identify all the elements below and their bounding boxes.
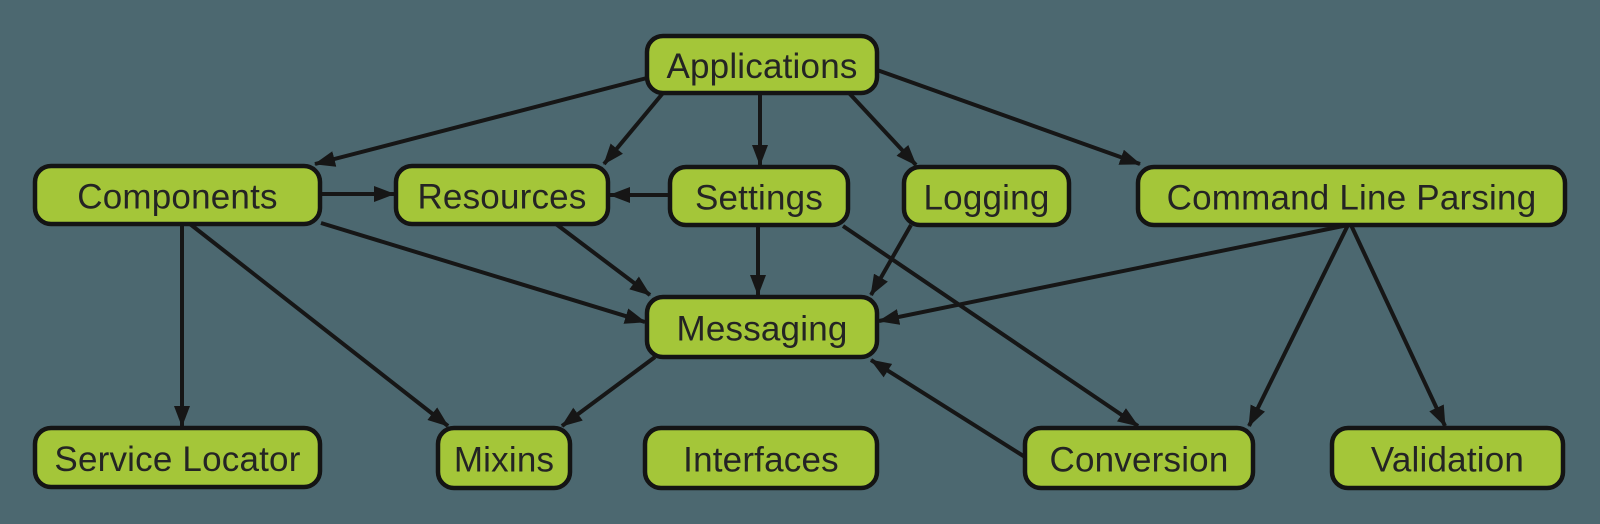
edge-conversion-messaging [869,358,1027,459]
node-box-command-line-parsing [1135,164,1568,228]
edge-resources-messaging [554,222,652,297]
node-label-interfaces: Interfaces [683,441,839,480]
node-interfaces: Interfaces [642,425,880,491]
node-label-components: Components [77,178,277,217]
node-service-locator: Service Locator [32,425,323,490]
node-components: Components [32,163,323,227]
edge-settings-conversion [841,224,1140,428]
node-label-validation: Validation [1371,441,1524,480]
node-messaging: Messaging [644,294,880,360]
node-box-applications [644,33,880,96]
edge-command-line-parsing-messaging [878,223,1349,325]
node-logging: Logging [901,164,1072,228]
node-validation: Validation [1329,425,1566,491]
edge-components-mixins [188,222,450,428]
node-label-logging: Logging [924,179,1050,218]
edge-command-line-parsing-conversion [1247,224,1350,427]
node-box-logging [901,164,1072,228]
node-box-mixins [435,425,573,491]
node-mixins: Mixins [435,425,573,491]
edge-applications-resources [602,91,665,166]
node-applications: Applications [644,33,880,96]
node-box-interfaces [642,425,880,491]
node-box-resources [393,163,611,227]
node-label-mixins: Mixins [454,441,554,480]
node-resources: Resources [393,163,611,227]
node-box-messaging [644,294,880,360]
node-label-settings: Settings [695,179,823,218]
node-label-command-line-parsing: Command Line Parsing [1167,179,1537,218]
edge-applications-logging [847,91,918,167]
node-conversion: Conversion [1022,425,1256,491]
node-box-components [32,163,323,227]
node-label-service-locator: Service Locator [54,440,300,479]
node-box-conversion [1022,425,1256,491]
node-label-conversion: Conversion [1049,441,1228,480]
node-box-service-locator [32,425,323,490]
node-box-settings [667,164,851,228]
node-settings: Settings [667,164,851,228]
node-label-resources: Resources [417,178,586,217]
node-label-applications: Applications [666,47,857,86]
edge-applications-components [314,76,648,167]
edge-applications-command-line-parsing [876,68,1141,166]
edge-command-line-parsing-validation [1349,224,1447,427]
edge-components-messaging [320,221,646,324]
node-label-messaging: Messaging [676,310,847,349]
edge-messaging-mixins [560,355,657,428]
node-box-validation [1329,425,1566,491]
node-command-line-parsing: Command Line Parsing [1135,164,1568,228]
